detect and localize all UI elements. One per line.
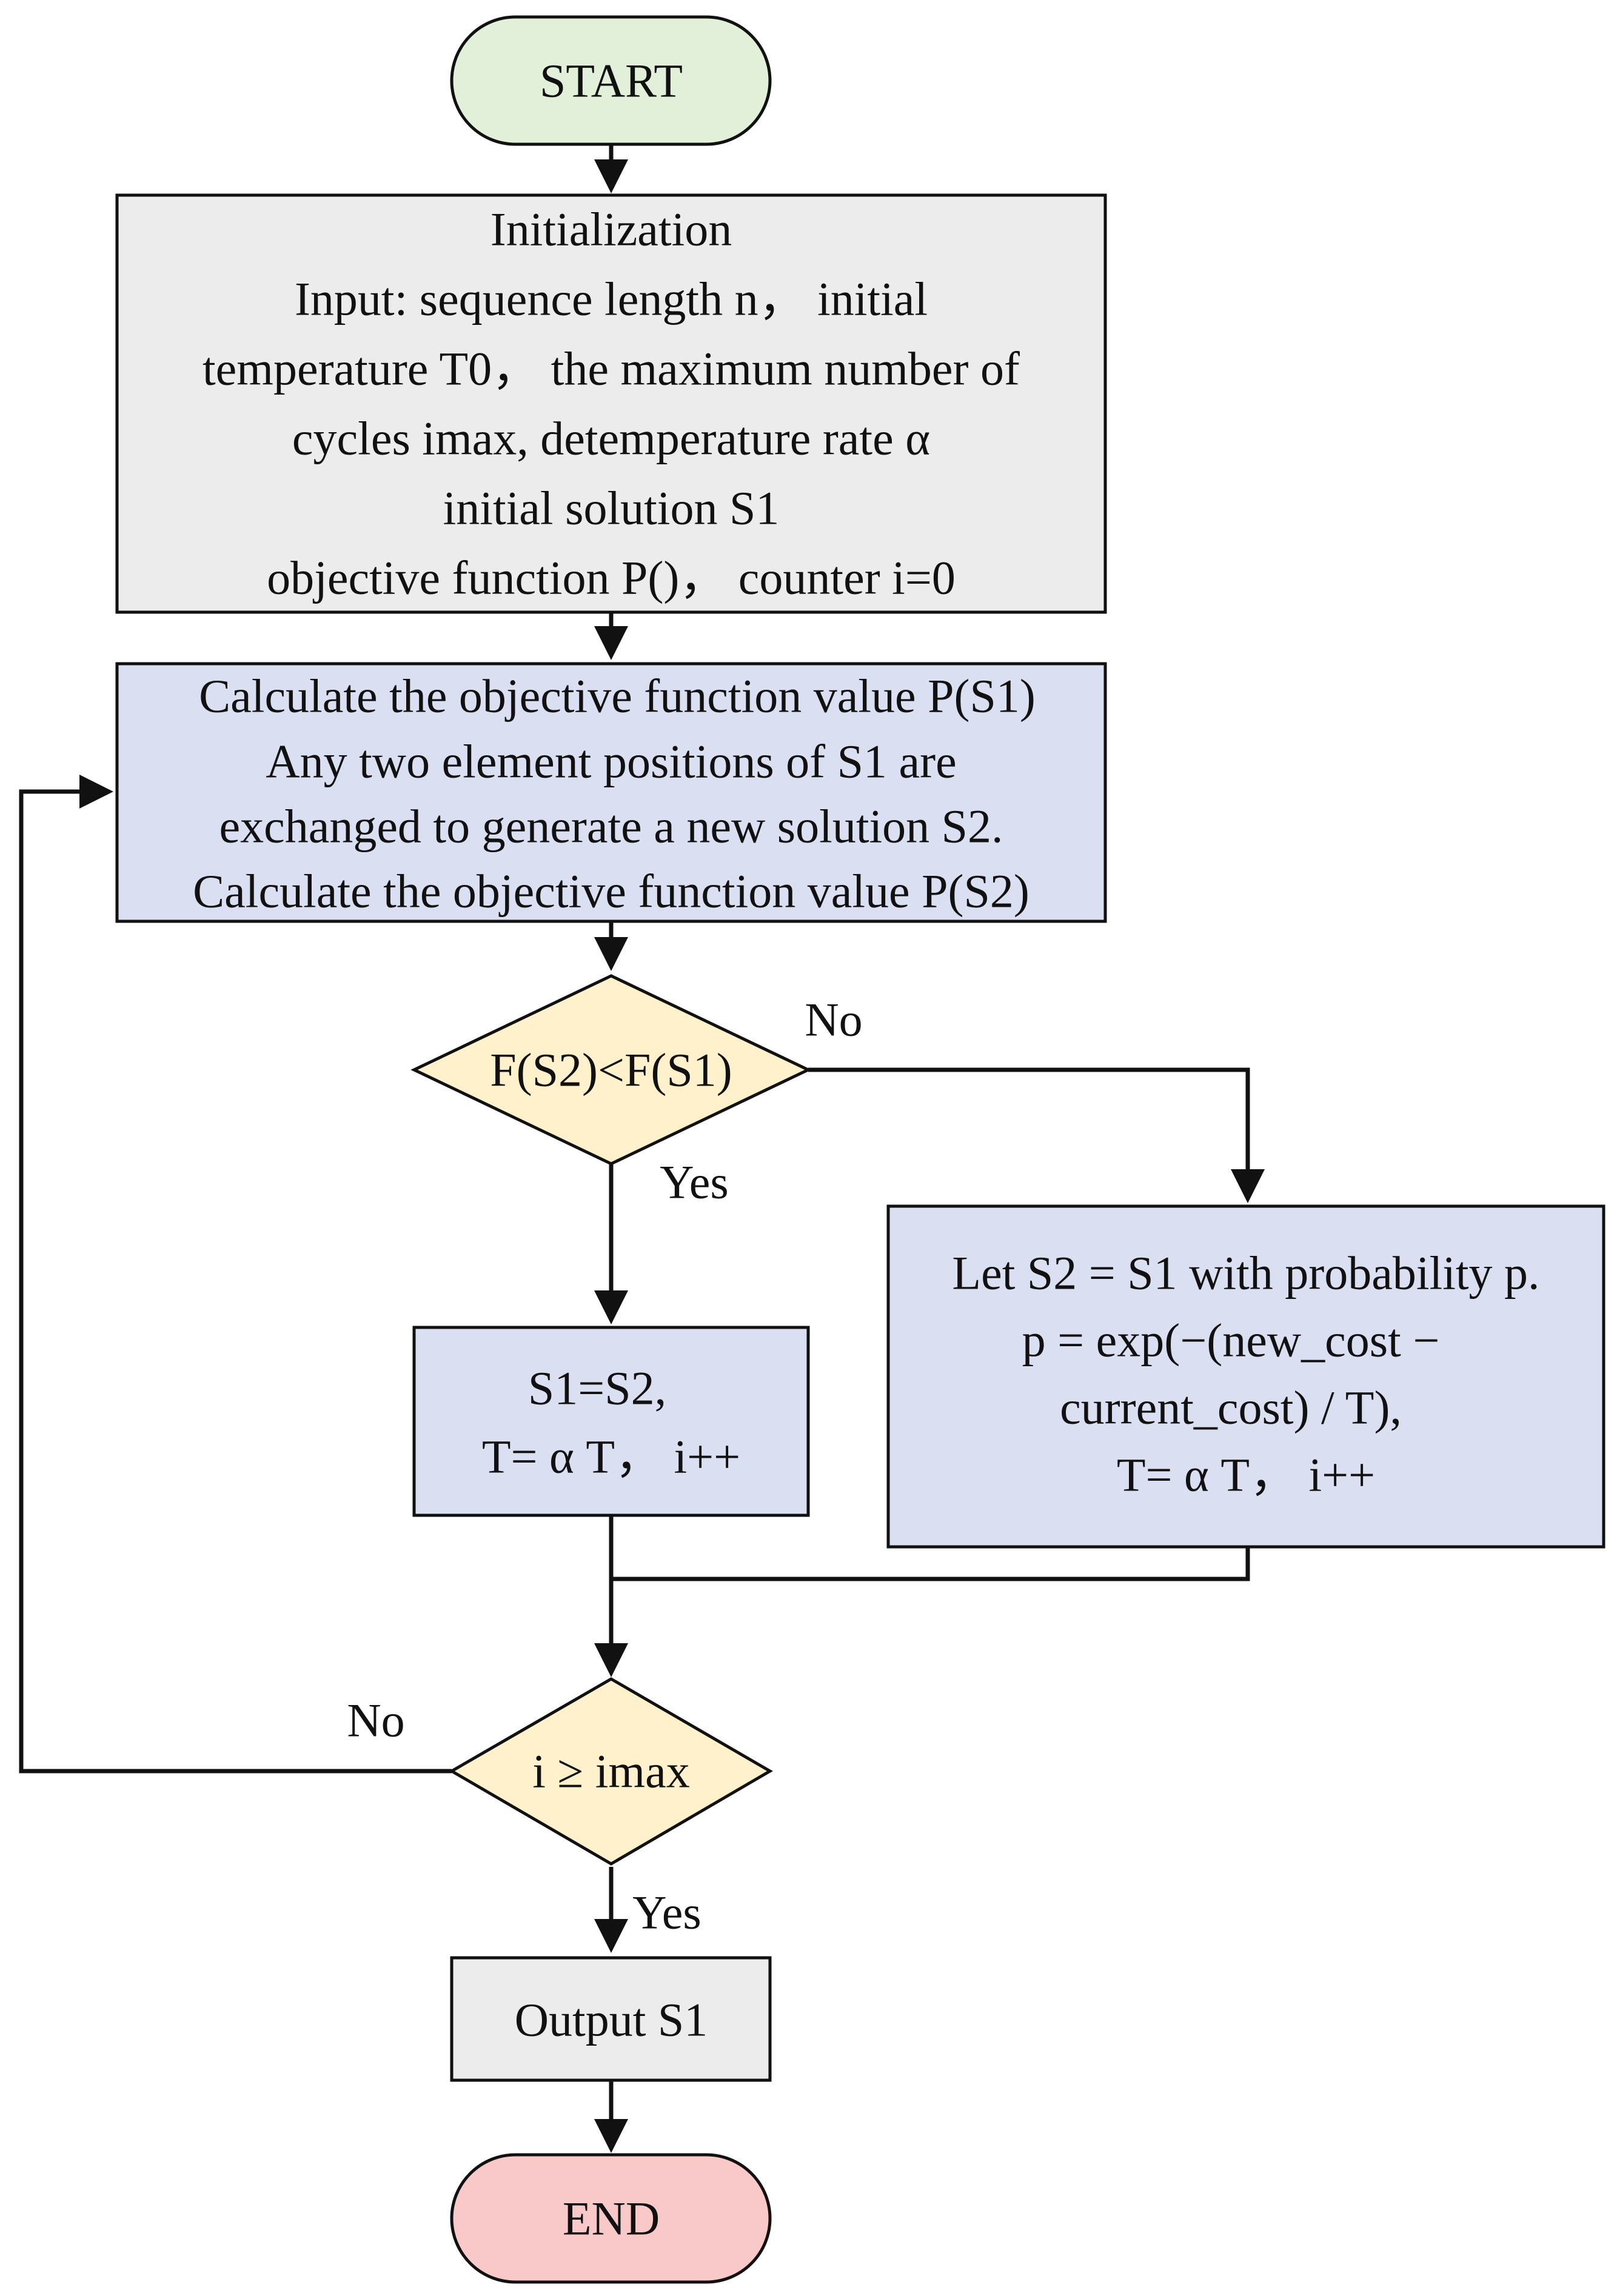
check-no-label: No: [347, 1694, 404, 1747]
compare-decision-shape: [410, 974, 812, 1166]
iteration-check-label: i ≥ imax: [532, 1745, 689, 1798]
probability-line: p = exp(−(new_cost −: [1022, 1314, 1440, 1367]
initialization-line: temperature T0， the maximum number of: [203, 342, 1020, 395]
edge-compare-no-to-probability: [808, 1067, 1265, 1203]
edge-check-no-loop-to-calc: [19, 775, 452, 1774]
check-yes-label: Yes: [632, 1886, 701, 1939]
calculate-line: exchanged to generate a new solution S2.: [219, 800, 1003, 853]
calculate-line: Any two element positions of S1 are: [266, 735, 957, 788]
start-label: START: [540, 55, 683, 107]
output-label: Output S1: [515, 1994, 708, 2046]
probability-box: Let S2 = S1 with probability p. p = exp(…: [886, 1204, 1605, 1549]
end-terminal: END: [450, 2153, 772, 2284]
calculate-line: Calculate the objective function value P…: [193, 865, 1029, 918]
initialization-box: Initialization Input: sequence length n，…: [115, 193, 1107, 614]
probability-line: Let S2 = S1 with probability p.: [952, 1247, 1539, 1300]
end-terminal-shape: [450, 2153, 772, 2284]
compare-decision: F(S2)<F(S1): [410, 974, 812, 1166]
probability-box-shape: [886, 1204, 1605, 1549]
calculate-line: Calculate the objective function value P…: [199, 670, 1036, 723]
output-box: Output S1: [450, 1956, 772, 2082]
initialization-line: initial solution S1: [443, 482, 780, 535]
probability-line: current_cost) / T),: [1060, 1381, 1402, 1434]
accept-line: S1=S2,: [528, 1362, 666, 1415]
start-terminal: START: [450, 15, 772, 146]
start-terminal-shape: [450, 15, 772, 146]
calculate-box: Calculate the objective function value P…: [115, 662, 1107, 923]
connectors: [19, 145, 1265, 2153]
initialization-line: objective function P()， counter i=0: [267, 552, 956, 604]
iteration-check-decision-shape: [449, 1677, 773, 1866]
edge-probability-to-merge: [611, 1547, 1250, 1581]
initialization-line: Input: sequence length n， initial: [295, 273, 928, 325]
initialization-box-shape: [115, 193, 1107, 614]
initialization-line: cycles imax, detemperature rate α: [292, 412, 930, 465]
calculate-box-shape: [115, 662, 1107, 923]
probability-line: T= α T， i++: [1117, 1449, 1375, 1501]
iteration-check-decision: i ≥ imax: [449, 1677, 773, 1866]
compare-label: F(S2)<F(S1): [490, 1044, 732, 1096]
end-label: END: [563, 2192, 660, 2245]
output-box-shape: [450, 1956, 772, 2082]
accept-line: T= α T， i++: [482, 1430, 740, 1483]
initialization-line: Initialization: [490, 203, 732, 256]
compare-no-label: No: [805, 993, 862, 1046]
accept-box-shape: [412, 1326, 810, 1517]
compare-yes-label: Yes: [660, 1156, 729, 1209]
accept-box: S1=S2, T= α T， i++: [412, 1326, 810, 1517]
